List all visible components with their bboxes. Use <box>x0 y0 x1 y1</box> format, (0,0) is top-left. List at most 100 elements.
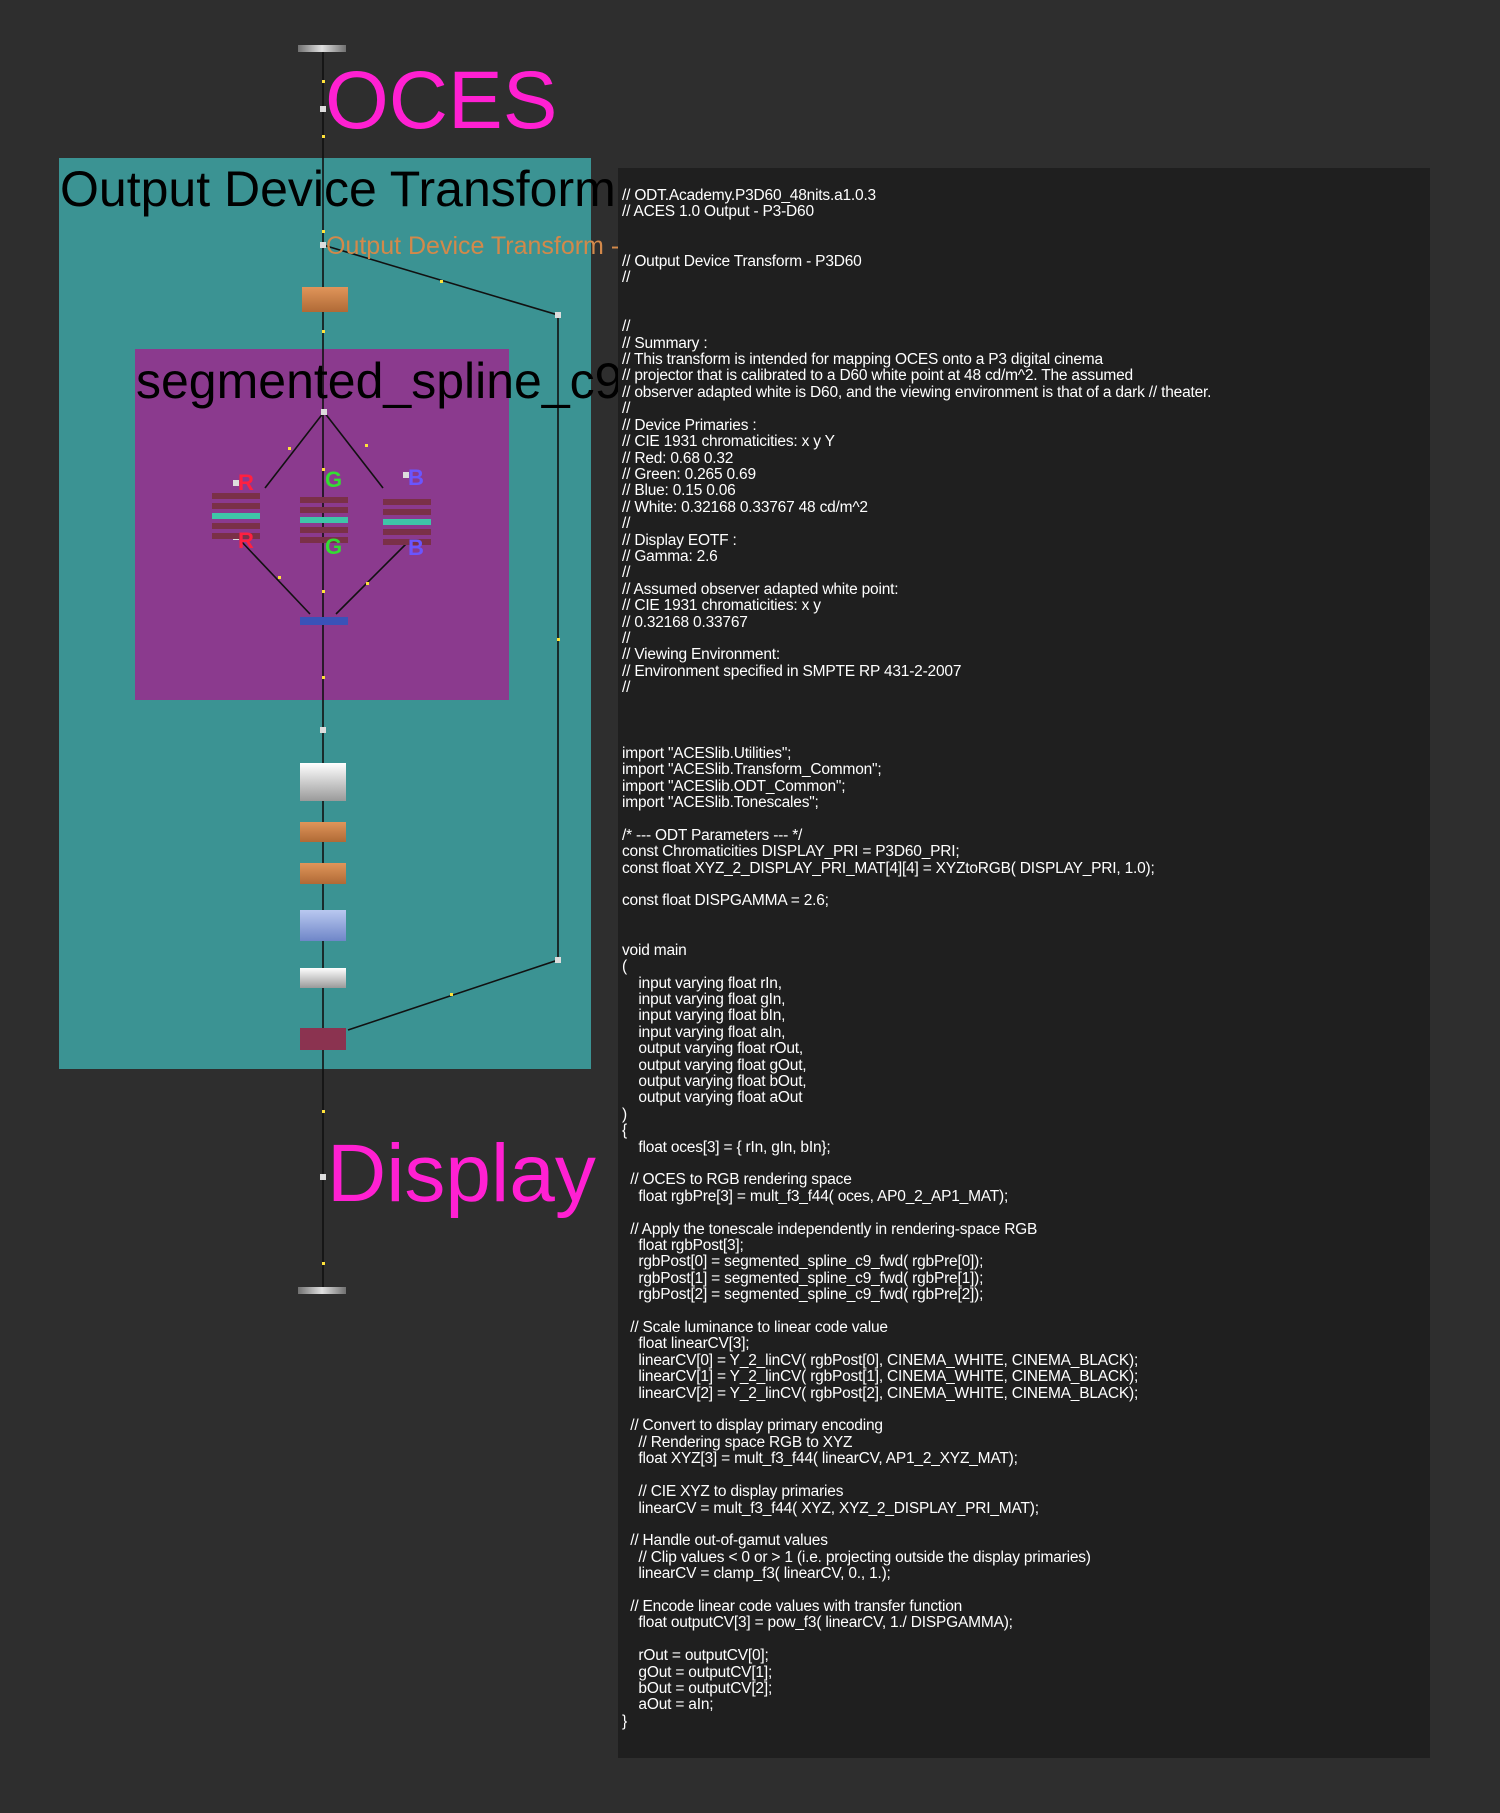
code-line: ) <box>622 1105 627 1123</box>
code-line: // ODT.Academy.P3D60_48nits.a1.0.3 <box>622 187 876 204</box>
spline-merge-node[interactable] <box>300 617 348 625</box>
code-line: import "ACESlib.Tonescales"; <box>622 794 819 812</box>
code-line: void main <box>622 941 687 959</box>
code-line: aOut = aIn; <box>622 1696 714 1714</box>
code-line: // Encode linear code values with transf… <box>622 1597 963 1615</box>
blue-node[interactable] <box>300 910 346 941</box>
code-line: linearCV[0] = Y_2_linCV( rgbPost[0], CIN… <box>622 1351 1139 1369</box>
code-line: linearCV = clamp_f3( linearCV, 0., 1.); <box>622 1565 891 1583</box>
orange-node-2[interactable] <box>300 863 346 884</box>
code-line: // White: 0.32168 0.33767 48 cd/m^2 <box>622 498 868 516</box>
code-line: // <box>622 400 631 418</box>
code-line: linearCV = mult_f3_f44( XYZ, XYZ_2_DISPL… <box>622 1499 1039 1517</box>
code-line: float oces[3] = { rIn, gIn, bIn}; <box>622 1138 831 1156</box>
code-line: input varying float gIn, <box>622 990 786 1008</box>
code-line: // CIE 1931 chromaticities: x y Y <box>622 433 835 451</box>
orange-node-1[interactable] <box>300 822 346 842</box>
code-line: import "ACESlib.ODT_Common"; <box>622 777 846 795</box>
code-line: // OCES to RGB rendering space <box>622 1171 852 1189</box>
code-line: bOut = outputCV[2]; <box>622 1679 773 1697</box>
code-line: // Blue: 0.15 0.06 <box>622 482 736 500</box>
code-line: // This transform is intended for mappin… <box>622 351 1103 369</box>
code-line: rgbPost[0] = segmented_spline_c9_fwd( rg… <box>622 1253 984 1271</box>
code-line: output varying float gOut, <box>622 1056 807 1074</box>
code-line: input varying float rIn, <box>622 974 782 992</box>
code-line: // Handle out-of-gamut values <box>622 1532 828 1550</box>
channel-label-g-top: G <box>325 467 342 492</box>
code-line: output varying float rOut, <box>622 1040 803 1058</box>
code-line: output varying float bOut, <box>622 1072 807 1090</box>
code-line: float rgbPost[3]; <box>622 1237 744 1254</box>
ctl-source-code[interactable]: // ODT.Academy.P3D60_48nits.a1.0.3 // AC… <box>622 187 1422 1730</box>
code-line: // Assumed observer adapted white point: <box>622 580 899 598</box>
code-line: // Green: 0.265 0.69 <box>622 465 756 483</box>
channel-label-r-bottom: R <box>238 528 254 553</box>
code-line: // projector that is calibrated to a D60… <box>622 367 1133 385</box>
code-line: } <box>622 1712 627 1730</box>
code-line: ( <box>622 958 627 976</box>
spline-group-box[interactable] <box>135 349 509 700</box>
code-line: // Red: 0.68 0.32 <box>622 449 734 467</box>
odt-group-title: Output Device Transform <box>60 161 616 217</box>
input-port-bar[interactable] <box>298 45 346 52</box>
channel-label-r-top: R <box>238 470 254 495</box>
code-line: input varying float aIn, <box>622 1023 786 1041</box>
code-line: // Display EOTF : <box>622 531 737 549</box>
merge-node[interactable] <box>300 1028 346 1050</box>
code-line: // ACES 1.0 Output - P3-D60 <box>622 203 814 221</box>
channel-label-b-top: B <box>408 465 424 490</box>
code-line: output varying float aOut <box>622 1089 803 1107</box>
code-line: linearCV[1] = Y_2_linCV( rgbPost[1], CIN… <box>622 1368 1139 1386</box>
input-node-title: OCES <box>325 55 558 146</box>
code-line: rgbPost[1] = segmented_spline_c9_fwd( rg… <box>622 1269 984 1287</box>
code-line: float outputCV[3] = pow_f3( linearCV, 1.… <box>622 1614 1013 1632</box>
green-channel-stack[interactable] <box>300 497 348 543</box>
output-node-title: Display <box>327 1128 596 1219</box>
code-line: const Chromaticities DISPLAY_PRI = P3D60… <box>622 843 960 861</box>
code-line: // <box>622 515 631 533</box>
code-line: const float XYZ_2_DISPLAY_PRI_MAT[4][4] … <box>622 859 1155 877</box>
code-line: // <box>622 679 631 697</box>
code-line: // Summary : <box>622 334 708 352</box>
code-line: // Environment specified in SMPTE RP 431… <box>622 662 962 680</box>
code-line: // 0.32168 0.33767 <box>622 613 748 631</box>
code-line: { <box>622 1122 627 1140</box>
code-line: linearCV[2] = Y_2_linCV( rgbPost[2], CIN… <box>622 1384 1139 1402</box>
code-panel[interactable]: // ODT.Academy.P3D60_48nits.a1.0.3 // AC… <box>618 168 1430 1758</box>
code-line: // Scale luminance to linear code value <box>622 1319 888 1337</box>
edge-markers <box>278 80 560 1265</box>
code-line: rOut = outputCV[0]; <box>622 1647 769 1665</box>
code-line: // Clip values < 0 or > 1 (i.e. projecti… <box>622 1548 1091 1566</box>
code-line: // Apply the tonescale independently in … <box>622 1220 1038 1238</box>
channel-label-g-bottom: G <box>325 534 342 559</box>
code-line: // Gamma: 2.6 <box>622 547 718 565</box>
output-port-bar[interactable] <box>298 1287 346 1294</box>
code-line: // CIE XYZ to display primaries <box>622 1483 844 1501</box>
code-line: rgbPost[2] = segmented_spline_c9_fwd( rg… <box>622 1286 984 1304</box>
code-line: // <box>622 629 631 647</box>
code-line: // <box>622 269 631 287</box>
code-line: float rgbPre[3] = mult_f3_f44( oces, AP0… <box>622 1187 1009 1205</box>
odt-input-node[interactable] <box>302 287 348 312</box>
code-line: // <box>622 318 631 336</box>
code-line: /* --- ODT Parameters --- */ <box>622 826 803 844</box>
red-channel-stack[interactable] <box>212 493 260 539</box>
code-line: float linearCV[3]; <box>622 1335 750 1353</box>
code-line: // <box>622 564 631 582</box>
channel-label-b-bottom: B <box>408 535 424 560</box>
code-line: import "ACESlib.Transform_Common"; <box>622 761 882 779</box>
blue-channel-stack[interactable] <box>383 499 431 545</box>
code-line: import "ACESlib.Utilities"; <box>622 744 792 762</box>
code-line: // Convert to display primary encoding <box>622 1417 883 1435</box>
code-line: // Viewing Environment: <box>622 646 780 664</box>
code-line: input varying float bIn, <box>622 1007 786 1025</box>
code-line: gOut = outputCV[1]; <box>622 1663 773 1681</box>
gradient-node-2[interactable] <box>300 968 346 988</box>
code-line: // CIE 1931 chromaticities: x y <box>622 597 821 615</box>
code-line: // Rendering space RGB to XYZ <box>622 1433 853 1451</box>
code-line: // observer adapted white is D60, and th… <box>622 383 1212 401</box>
code-line: // Output Device Transform - P3D60 <box>622 252 862 270</box>
gradient-node-1[interactable] <box>300 763 346 801</box>
code-line: // Device Primaries : <box>622 416 757 434</box>
